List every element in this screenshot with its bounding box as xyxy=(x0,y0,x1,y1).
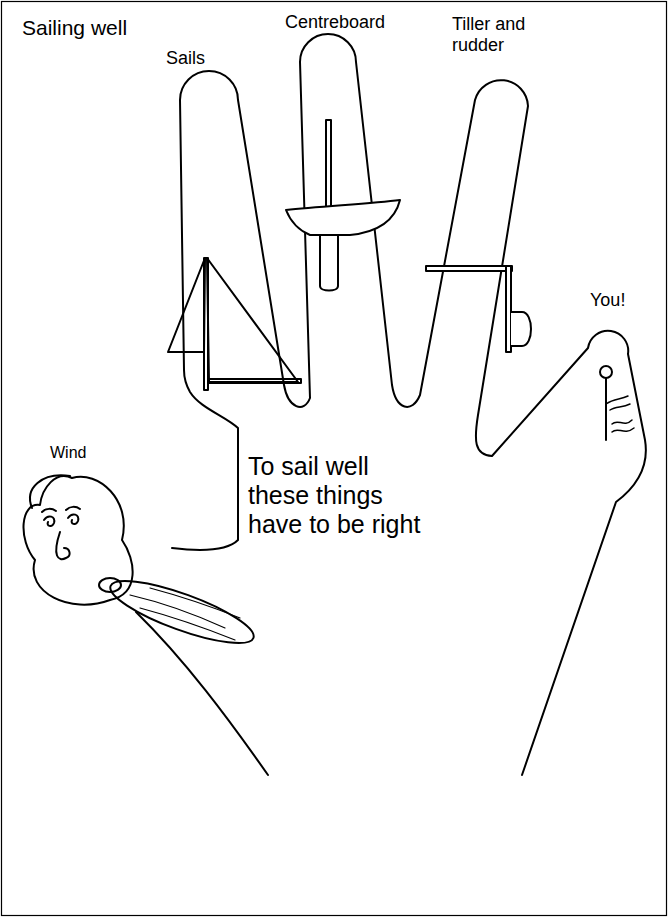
sailor-hand xyxy=(606,396,630,410)
jib-sail xyxy=(168,258,205,352)
note-text: To sail well these things have to be rig… xyxy=(248,452,463,538)
wind-face xyxy=(24,476,133,605)
part-label: You! xyxy=(590,290,625,311)
part-label: Centreboard xyxy=(285,12,385,33)
wind-nose xyxy=(56,532,69,559)
sailor-body xyxy=(605,378,607,440)
wind-brow xyxy=(42,507,80,512)
part-label: Tiller and rudder xyxy=(452,14,562,55)
sailor-head xyxy=(600,366,612,378)
main-sail xyxy=(207,258,298,382)
part-label: Sails xyxy=(166,48,205,69)
rudder-stock xyxy=(506,266,511,352)
rudder-blade xyxy=(511,312,531,346)
wind-puff xyxy=(104,569,259,655)
centreboard xyxy=(320,236,338,291)
part-label: Wind xyxy=(50,444,86,462)
page-title: Sailing well xyxy=(22,16,127,40)
mast xyxy=(204,258,208,390)
boom xyxy=(209,379,301,383)
boat-hull xyxy=(286,200,400,235)
thumb-tip xyxy=(30,475,70,508)
tiller xyxy=(426,266,512,271)
puff-lines xyxy=(130,588,240,640)
wind-eye xyxy=(68,514,78,524)
boat-mast xyxy=(326,120,331,210)
hand-outline xyxy=(172,34,646,775)
sailor-waves xyxy=(612,420,634,432)
wind-eye xyxy=(44,516,54,526)
